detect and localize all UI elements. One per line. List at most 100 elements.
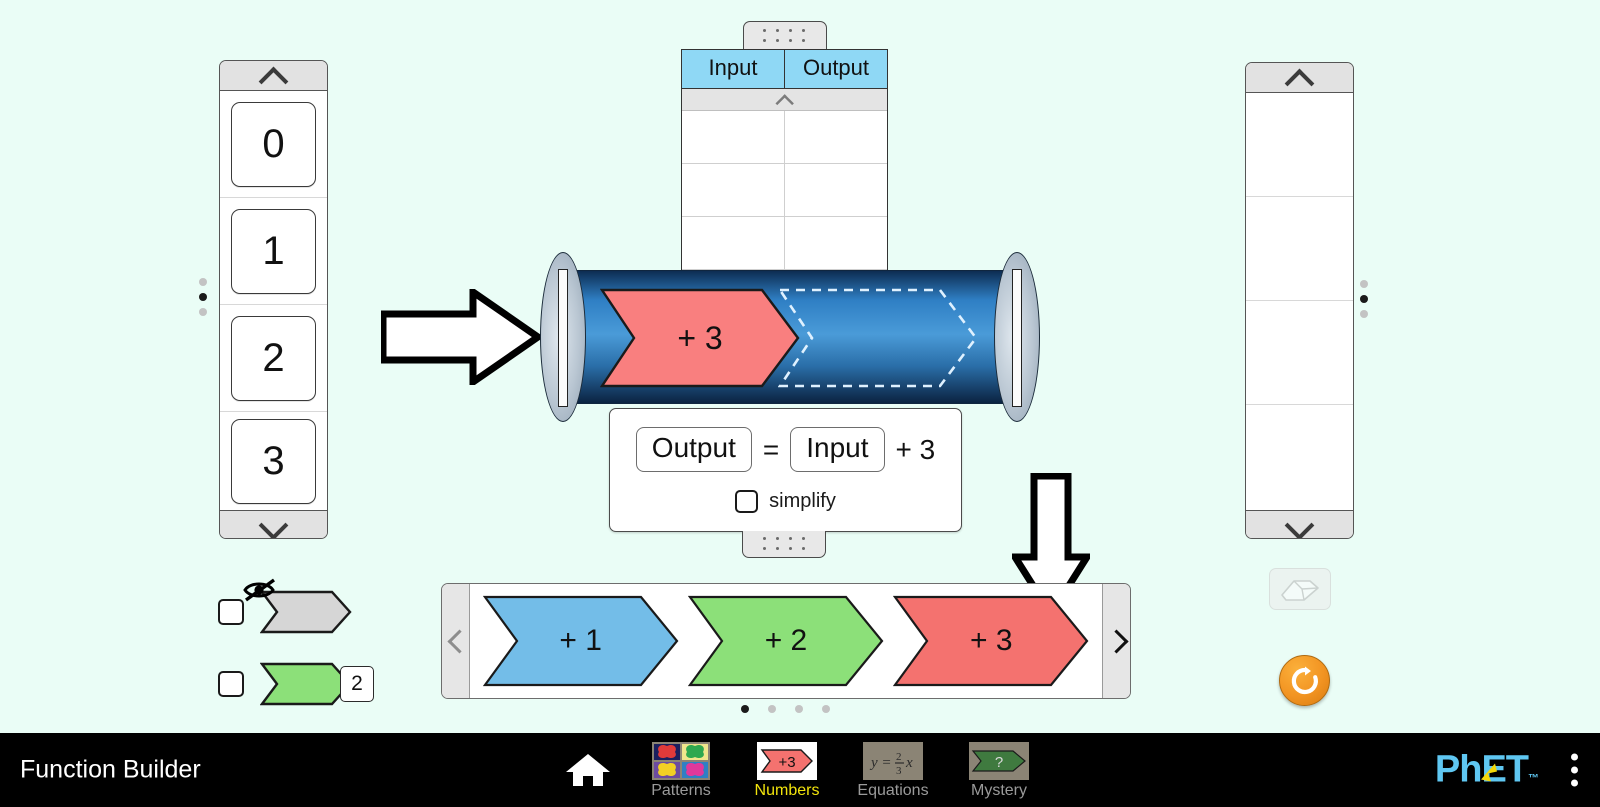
eraser-button[interactable] [1269,568,1331,610]
function-shape [600,288,800,388]
input-carousel-down-button[interactable] [220,510,327,538]
input-card-cell[interactable]: 3 [220,412,327,510]
number-card[interactable]: 0 [231,101,316,187]
plus-three-card-icon: +3 [756,741,818,781]
table-cell-input [682,217,785,269]
home-button[interactable] [556,750,620,790]
table-row [682,217,887,270]
checkbox-box[interactable] [218,671,244,697]
screen-tab-mystery[interactable]: ? Mystery [954,741,1044,800]
table-row [682,164,887,217]
equation-icon: y = 2 3 x [862,741,924,781]
output-card-cell[interactable] [1246,301,1353,405]
page-dot[interactable] [768,705,776,713]
hide-cards-icon-group: 2 [260,662,374,706]
equation-input-box: Input [790,427,885,472]
screen-tab-equations[interactable]: y = 2 3 x Equations [848,741,938,800]
logo-part-ph: Ph [1434,748,1483,791]
table-header-row: Input Output [682,50,887,88]
svg-text:+3: +3 [778,754,795,771]
chevron-up-icon [259,69,289,83]
screen-tab-patterns[interactable]: Patterns [636,741,726,800]
equation-operation: + 3 [895,433,936,465]
kebab-menu-button[interactable] [1571,753,1578,787]
table-header-output: Output [802,55,870,80]
input-card-cell[interactable]: 1 [220,198,327,305]
output-carousel-up-button[interactable] [1246,63,1353,93]
machine-input-cap [540,252,586,422]
logo-tm: ™ [1528,772,1539,785]
hide-cards-checkbox[interactable]: 2 [218,662,374,706]
page-dot[interactable] [199,293,207,301]
simplify-checkbox[interactable] [735,490,759,513]
chevron-down-icon [1285,519,1315,533]
function-shape [482,595,679,687]
output-carousel-page-dots[interactable] [1360,280,1368,318]
function-card-plus-two[interactable]: + 2 [687,595,884,687]
grip-dots-icon [762,537,806,551]
simplify-checkbox-row[interactable]: simplify [610,490,961,513]
page-dot[interactable] [1360,280,1368,288]
input-carousel-up-button[interactable] [220,61,327,91]
output-card-cell[interactable] [1246,405,1353,510]
input-card-cell[interactable]: 0 [220,91,327,198]
output-carousel-down-button[interactable] [1246,510,1353,538]
eraser-icon [1281,580,1319,601]
table-row [682,111,887,164]
machine-input-slot [558,269,568,407]
sim-title: Function Builder [20,755,201,784]
page-dot[interactable] [199,308,207,316]
equation-panel[interactable]: Output = Input + 3 simplify [609,408,962,532]
input-cards-carousel[interactable]: 0 1 2 3 [219,60,328,539]
page-dot[interactable] [199,278,207,286]
function-card-plus-one[interactable]: + 1 [482,595,679,687]
hide-functions-icon-group [243,578,352,634]
function-machine[interactable]: + 3 [528,252,1040,422]
table-cell-output [785,111,887,163]
chevron-right-icon [1109,628,1124,654]
function-carousel-items: + 1 + 2 + 3 [470,584,1102,698]
table-cell-input [682,164,785,216]
output-cards-carousel[interactable] [1245,62,1354,539]
svg-text:x: x [905,755,913,771]
output-card-cell[interactable] [1246,197,1353,301]
number-card[interactable]: 1 [231,208,316,294]
dashed-slot-outline [778,288,978,388]
screen-tab-label: Equations [857,781,929,799]
input-direction-arrow [381,289,541,385]
checkbox-box[interactable] [218,599,244,625]
function-carousel-prev-button[interactable] [442,584,470,698]
page-dot[interactable] [822,705,830,713]
table-drag-handle[interactable] [742,21,827,49]
number-card[interactable]: 2 [231,315,316,401]
logo-part-et: ET [1481,748,1529,791]
function-carousel-page-dots[interactable] [741,705,830,713]
input-carousel-page-dots[interactable] [199,278,207,316]
function-carousel-next-button[interactable] [1102,584,1130,698]
function-carousel[interactable]: + 1 + 2 + 3 [441,583,1131,699]
page-dot[interactable] [741,705,749,713]
output-card-cell[interactable] [1246,93,1353,197]
hide-functions-checkbox[interactable] [218,578,352,634]
installed-function-card[interactable]: + 3 [600,288,800,388]
empty-function-slot[interactable] [778,288,978,388]
number-card[interactable]: 3 [231,418,316,504]
logo-spark-icon [1481,763,1498,782]
page-dot[interactable] [795,705,803,713]
svg-text:y =: y = [869,755,892,771]
page-dot[interactable] [1360,295,1368,303]
input-card-cell[interactable]: 2 [220,305,327,412]
page-dot[interactable] [1360,310,1368,318]
input-output-table[interactable]: Input Output [681,21,888,296]
screen-tab-numbers[interactable]: +3 Numbers [742,741,832,800]
equation-equals-sign: = [762,433,780,465]
reset-all-button[interactable] [1279,655,1330,706]
function-card-plus-three[interactable]: + 3 [893,595,1089,687]
svg-text:3: 3 [896,765,902,777]
function-label: + 3 [677,319,723,356]
equation-panel-drag-handle[interactable] [742,531,826,558]
table-cell-input [682,111,785,163]
table-scroll-up-button[interactable] [682,88,887,111]
